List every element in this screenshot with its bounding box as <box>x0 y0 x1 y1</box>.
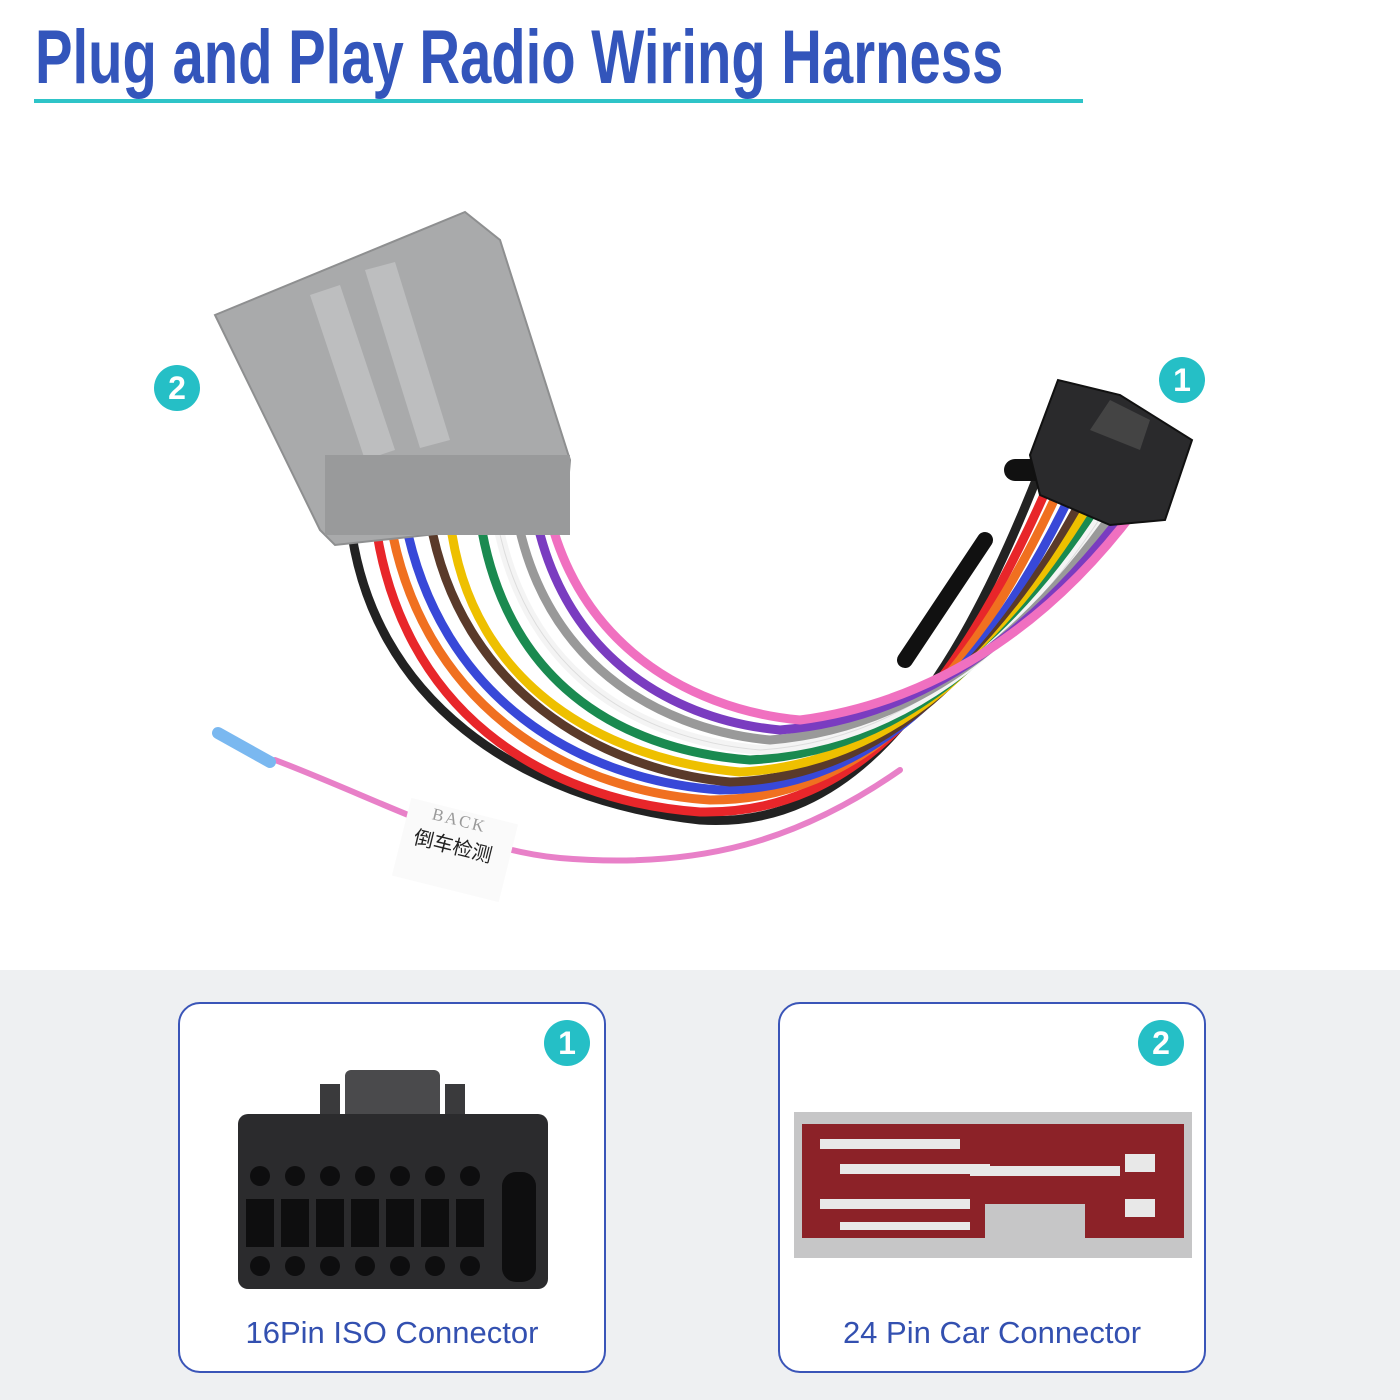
iso-connector-image <box>1028 378 1194 527</box>
card-badge: 1 <box>544 1020 590 1066</box>
card-caption: 24 Pin Car Connector <box>842 1315 1142 1350</box>
badge-iso-connector: 1 <box>1159 357 1205 403</box>
title-underline <box>34 99 1083 103</box>
card-iso-connector: 1 16Pin ISO Connector <box>178 1002 606 1373</box>
iso-connector-closeup <box>238 1070 548 1289</box>
car-connector-image <box>213 210 572 547</box>
card-car-connector: 2 24 Pin Car Connector <box>778 1002 1206 1373</box>
wires <box>212 445 1140 864</box>
page-title: Plug and Play Radio Wiring Harness <box>35 15 1004 100</box>
wiring-harness-photo <box>212 210 1194 903</box>
card-caption: 16Pin ISO Connector <box>245 1315 539 1350</box>
card-badge: 2 <box>1138 1020 1184 1066</box>
badge-car-connector: 2 <box>154 365 200 411</box>
car-connector-closeup <box>794 1112 1192 1258</box>
